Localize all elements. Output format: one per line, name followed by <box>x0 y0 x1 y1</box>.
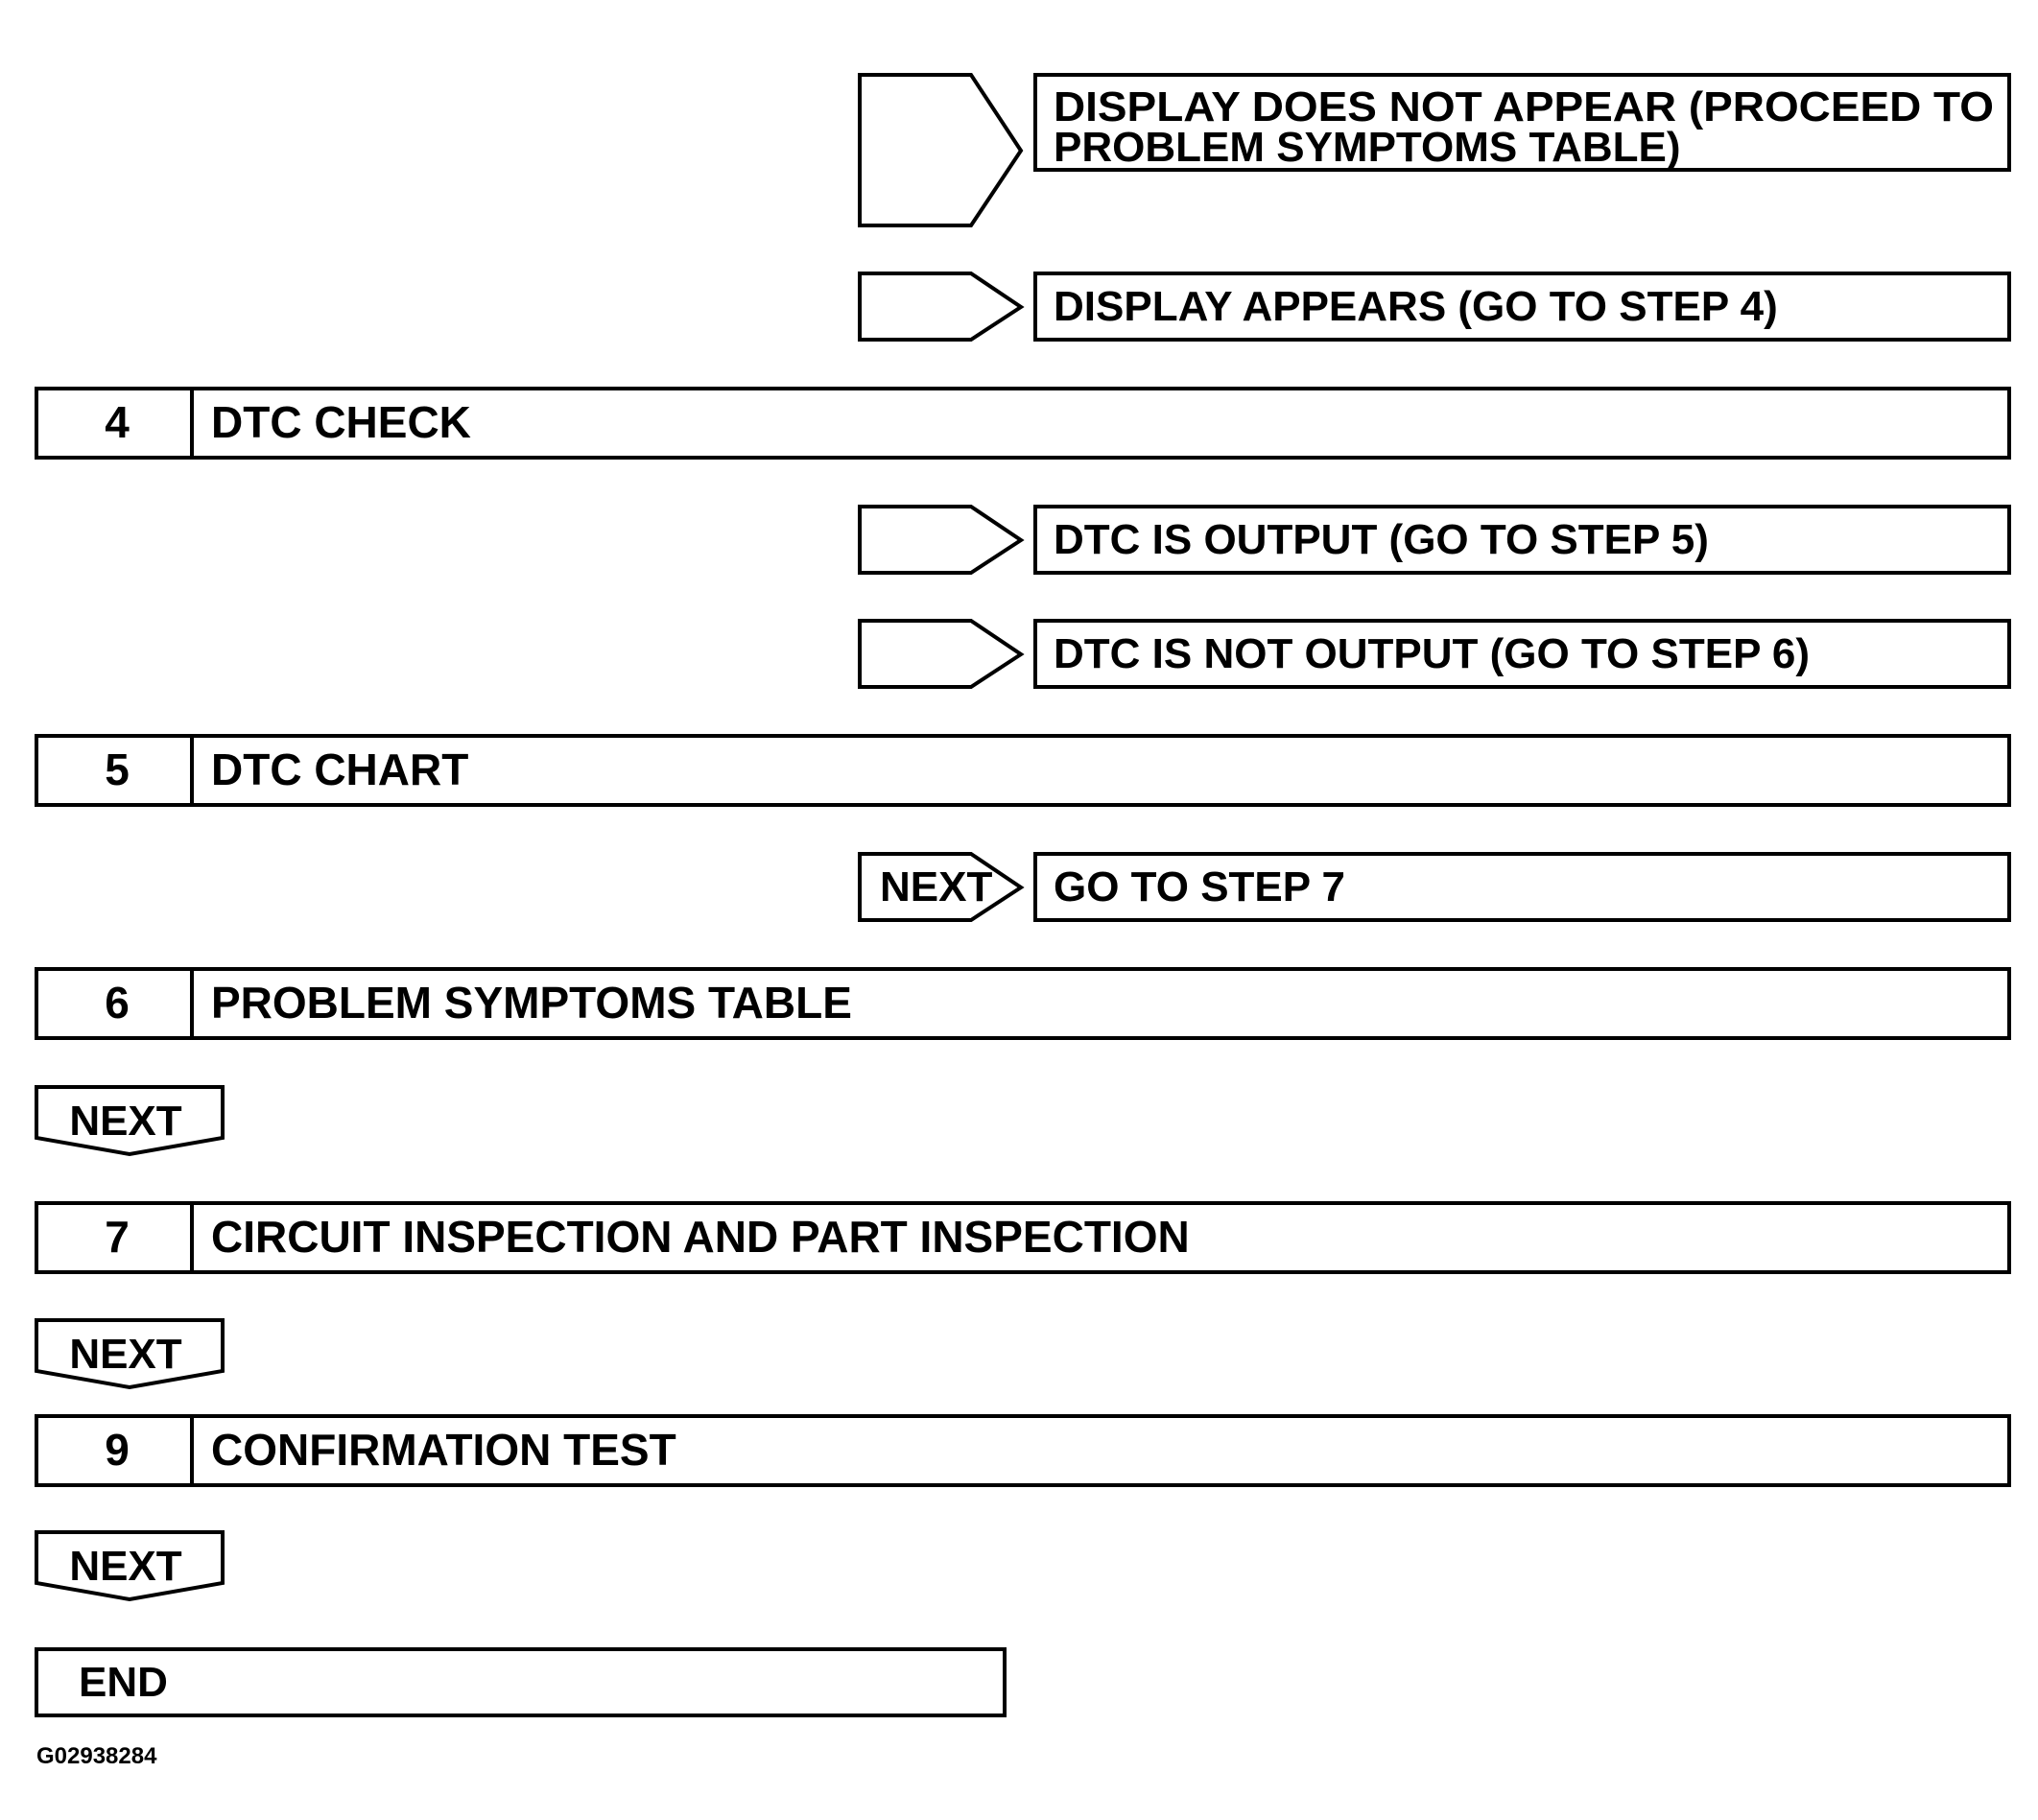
step-5: 5 DTC CHART <box>35 734 2011 807</box>
step-number: 4 <box>105 397 130 447</box>
down-arrow-icon <box>35 1318 225 1390</box>
step-title: CIRCUIT INSPECTION AND PART INSPECTION <box>211 1212 1190 1262</box>
next-arrow-label: NEXT <box>880 863 992 910</box>
outcome-box <box>1033 73 2011 172</box>
step-title: CONFIRMATION TEST <box>211 1425 676 1475</box>
outcome-box <box>1033 619 2011 689</box>
outcome-arrow-icon <box>858 272 1025 342</box>
step-4: 4 DTC CHECK <box>35 387 2011 460</box>
outcome-dtc-is-not-output: DTC IS NOT OUTPUT (GO TO STEP 6) <box>858 619 2011 689</box>
next-down-arrow: NEXT <box>35 1530 225 1602</box>
next-down-arrow: NEXT <box>35 1318 225 1390</box>
step-title: DTC CHECK <box>211 397 471 447</box>
next-label: NEXT <box>69 1098 181 1145</box>
next-arrow-icon <box>858 852 1025 922</box>
step-box <box>35 387 2011 460</box>
outcome-dtc-is-output: DTC IS OUTPUT (GO TO STEP 5) <box>858 505 2011 575</box>
outcome-text: DTC IS OUTPUT (GO TO STEP 5) <box>1054 516 1709 563</box>
outcome-display-does-not-appear: DISPLAY DOES NOT APPEAR (PROCEED TO PROB… <box>858 73 2011 227</box>
step-number: 6 <box>105 978 130 1028</box>
outcome-text: DTC IS NOT OUTPUT (GO TO STEP 6) <box>1054 630 1810 677</box>
step-title: DTC CHART <box>211 745 468 794</box>
outcome-box <box>1033 272 2011 342</box>
outcome-text: GO TO STEP 7 <box>1054 863 1345 910</box>
step-box <box>35 734 2011 807</box>
outcome-box <box>1033 505 2011 575</box>
step-6: 6 PROBLEM SYMPTOMS TABLE <box>35 967 2011 1040</box>
figure-code: G02938284 <box>36 1743 157 1769</box>
down-arrow-icon <box>35 1085 225 1157</box>
step-number: 7 <box>105 1212 130 1262</box>
next-label: NEXT <box>69 1331 181 1378</box>
step-box <box>35 967 2011 1040</box>
step-7: 7 CIRCUIT INSPECTION AND PART INSPECTION <box>35 1201 2011 1274</box>
outcome-arrow-icon <box>858 73 1024 227</box>
step-box <box>35 1201 2011 1274</box>
next-label: NEXT <box>69 1543 181 1590</box>
end-label: END <box>79 1659 168 1706</box>
outcome-go-to-step-7: NEXT GO TO STEP 7 <box>858 852 2011 922</box>
end-rect <box>35 1647 1007 1717</box>
step-9: 9 CONFIRMATION TEST <box>35 1414 2011 1487</box>
outcome-text: DISPLAY APPEARS (GO TO STEP 4) <box>1054 283 1778 330</box>
step-number: 9 <box>105 1425 130 1475</box>
outcome-text-line2: PROBLEM SYMPTOMS TABLE) <box>1054 124 1681 171</box>
outcome-arrow-icon <box>858 619 1025 689</box>
outcome-box <box>1033 852 2011 922</box>
down-arrow-icon <box>35 1530 225 1602</box>
end-box: END <box>35 1647 1007 1717</box>
next-down-arrow: NEXT <box>35 1085 225 1157</box>
step-title: PROBLEM SYMPTOMS TABLE <box>211 978 852 1028</box>
outcome-text-line1: DISPLAY DOES NOT APPEAR (PROCEED TO <box>1054 83 1994 130</box>
step-number: 5 <box>105 745 130 794</box>
outcome-display-appears: DISPLAY APPEARS (GO TO STEP 4) <box>858 272 2011 342</box>
outcome-arrow-icon <box>858 505 1025 575</box>
step-box <box>35 1414 2011 1487</box>
